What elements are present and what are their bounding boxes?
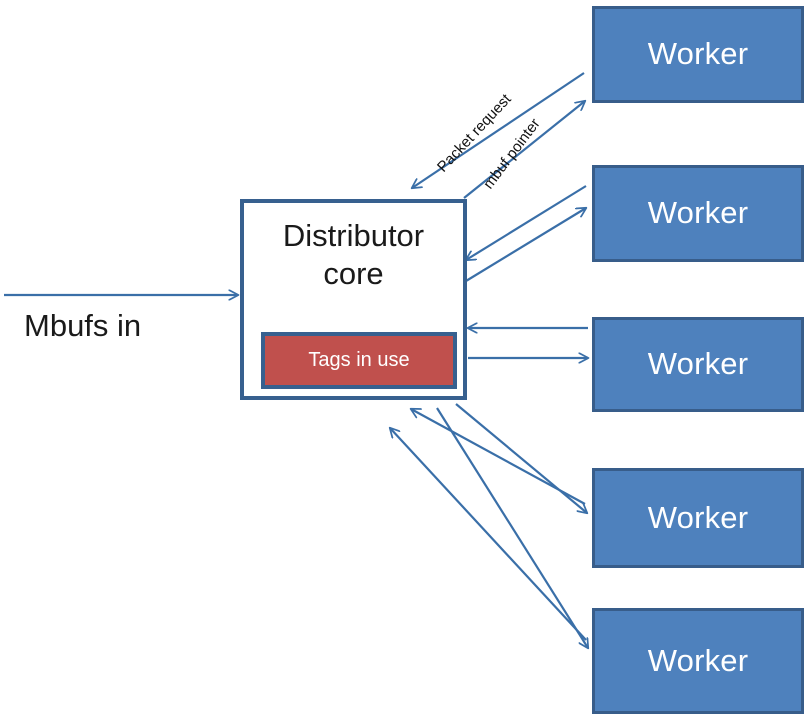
worker-node-1[interactable]: Worker xyxy=(592,6,804,103)
worker-label-5: Worker xyxy=(647,642,749,678)
edge-worker-5-request xyxy=(390,428,587,641)
distributor-core-node[interactable]: Distributor core Tags in use xyxy=(240,199,467,400)
tags-in-use-box[interactable]: Tags in use xyxy=(261,332,457,389)
edge-worker-4-request xyxy=(411,409,586,505)
worker-label-2: Worker xyxy=(647,195,749,231)
worker-node-5[interactable]: Worker xyxy=(592,608,804,714)
worker-node-2[interactable]: Worker xyxy=(592,165,804,262)
worker-node-4[interactable]: Worker xyxy=(592,468,804,568)
worker-label-3: Worker xyxy=(647,346,749,382)
worker-label-4: Worker xyxy=(647,499,749,535)
edge-worker-4-mbuf xyxy=(455,403,587,513)
worker-node-3[interactable]: Worker xyxy=(592,317,804,412)
tags-in-use-label: Tags in use xyxy=(308,349,410,371)
worker-label-1: Worker xyxy=(647,36,749,72)
edge-worker-2-request xyxy=(466,185,587,260)
distributor-title-line2: core xyxy=(323,255,384,291)
edge-worker-2-mbuf xyxy=(465,208,586,282)
edge-worker-5-mbuf xyxy=(436,407,588,648)
distributor-title-line1: Distributor xyxy=(282,218,425,253)
mbufs-in-label: Mbufs in xyxy=(24,308,142,343)
